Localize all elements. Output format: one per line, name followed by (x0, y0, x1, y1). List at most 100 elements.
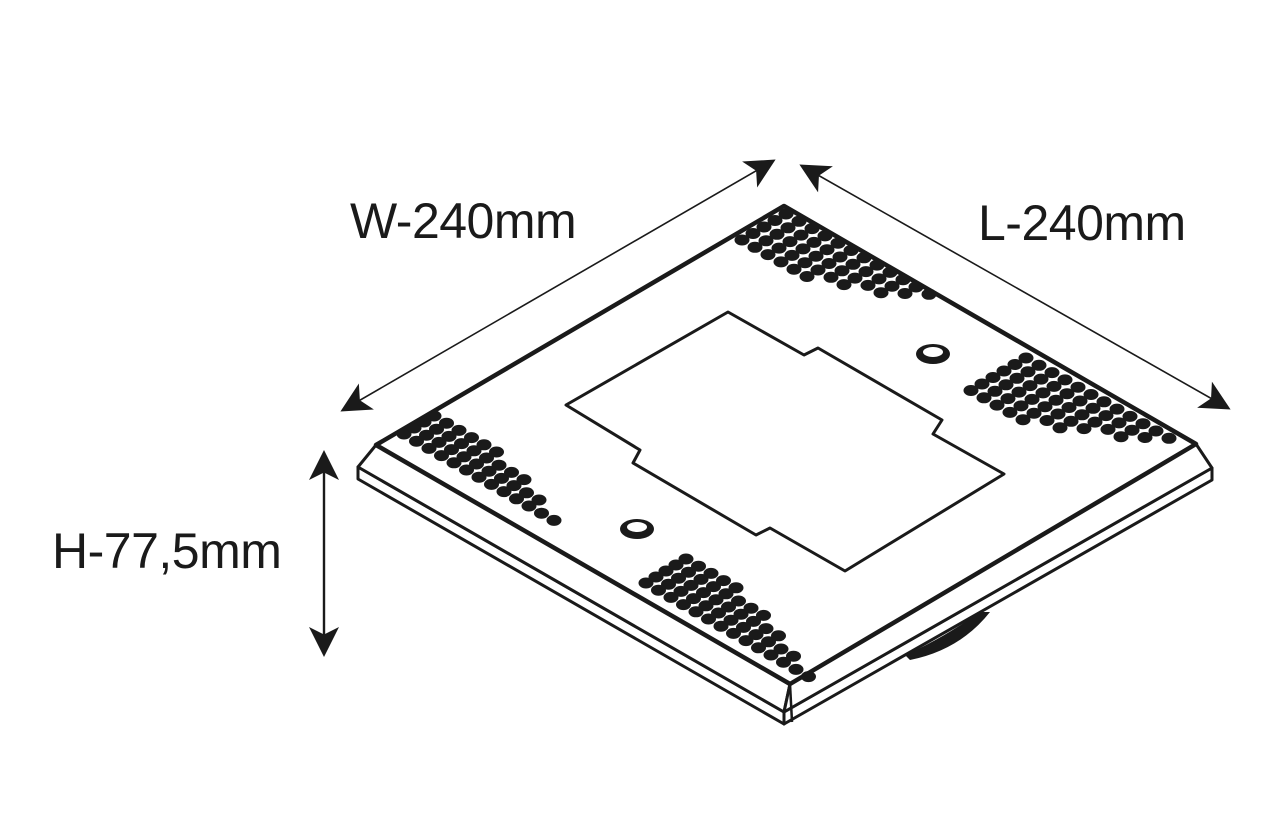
base-foot (905, 612, 990, 660)
tactile-dot (1018, 352, 1034, 364)
tactile-dot (703, 567, 719, 579)
tactile-dot (843, 245, 859, 256)
tactile-dot (1161, 432, 1177, 444)
tactile-dot (776, 656, 791, 668)
tactile-dot (782, 236, 798, 248)
tactile-dot (496, 486, 512, 498)
tactile-dot (1124, 424, 1140, 436)
tactile-dot (763, 649, 779, 661)
tactile-dot (836, 279, 852, 291)
tactile-dot (771, 242, 787, 254)
tactile-dot (1050, 408, 1066, 420)
tactile-dot (1061, 402, 1077, 413)
tactile-dot (821, 258, 837, 269)
tactile-dot (696, 587, 711, 599)
bevel-ridge (788, 683, 794, 723)
tactile-dot (718, 588, 734, 600)
tactile-dot (751, 642, 766, 654)
height-label: H-77,5mm (52, 523, 282, 579)
tactile-dot (817, 230, 833, 242)
tactile-dot (396, 428, 412, 440)
tactile-dot (758, 623, 774, 635)
length-dimension-arrow (799, 164, 1231, 410)
tactile-dot (1031, 359, 1047, 371)
tactile-dot (1026, 407, 1042, 419)
tactile-dot (1007, 359, 1023, 370)
tactile-dot (683, 579, 699, 591)
tactile-dot (421, 442, 437, 454)
tactile-dot (769, 228, 785, 240)
tactile-dot (767, 215, 783, 226)
tactile-dot (469, 458, 484, 470)
tactile-dot (860, 279, 876, 291)
tactile-dot (1076, 423, 1092, 435)
tactile-dot (1057, 374, 1073, 386)
tactile-dot (534, 507, 549, 519)
tactile-dot (738, 635, 754, 647)
tactile-dot (546, 514, 562, 526)
tactile-dot (1052, 422, 1068, 434)
tactile-dot (804, 223, 820, 235)
tactile-dot (1096, 396, 1112, 408)
tactile-dot (451, 424, 467, 436)
tactile-dot (1002, 406, 1018, 418)
tactile-dot (921, 288, 937, 300)
tactile-dot (771, 630, 786, 642)
tactile-dot (708, 594, 724, 606)
tactile-dot (454, 438, 469, 450)
tactile-dot (808, 250, 824, 262)
tactile-dot (726, 627, 741, 639)
tactile-dot (908, 281, 924, 293)
tactile-dot (745, 228, 761, 239)
tactile-dot (1020, 366, 1036, 378)
tactile-dot (1074, 409, 1090, 421)
tactile-dot (686, 593, 701, 605)
tactile-dot (760, 249, 776, 261)
tactile-dots-right (963, 352, 1177, 444)
tactile-dot (651, 584, 666, 596)
tactile-dot (711, 607, 726, 619)
tactile-dot (668, 559, 684, 571)
tactile-dot (748, 629, 764, 641)
tactile-dot (756, 609, 771, 621)
tactile-dot (756, 221, 772, 233)
tactile-dot (444, 444, 459, 456)
tactile-dot (429, 423, 444, 435)
tactile-dot (987, 385, 1003, 397)
tactile-dot (439, 417, 454, 429)
tactile-dot (830, 237, 846, 249)
tactile-dot (882, 266, 898, 278)
tactile-dot (1148, 425, 1164, 437)
tactile-dot (743, 602, 759, 614)
tactile-dot (431, 436, 447, 448)
tactile-dot (409, 435, 424, 447)
tactile-dot (464, 432, 479, 444)
tactile-dot (1000, 393, 1016, 405)
tactile-dot (1070, 381, 1086, 393)
tactile-dot (706, 581, 721, 593)
tactile-dot (819, 244, 835, 256)
tactile-dot (996, 365, 1012, 377)
tactile-dot (1022, 380, 1038, 392)
tactile-dot (1083, 389, 1099, 400)
tactile-dot (446, 457, 462, 469)
tactile-dot (989, 399, 1005, 411)
tactile-dot (832, 251, 848, 263)
tactile-dot (1037, 401, 1053, 413)
tactile-dot (698, 600, 714, 612)
tactile-dot (747, 241, 763, 253)
tactile-dot (834, 265, 850, 277)
tactile-dot (801, 671, 816, 683)
tactile-dot (1113, 431, 1129, 443)
width-dimension-arrow (340, 159, 776, 412)
tactile-dot (531, 494, 547, 506)
tactile-dot (481, 465, 497, 477)
tactile-dot (786, 263, 802, 275)
tactile-dot (471, 471, 487, 483)
tactile-dot (791, 215, 807, 227)
tactile-dot (731, 595, 746, 607)
tactile-dot (479, 452, 494, 464)
tactile-dot (691, 560, 706, 572)
tactile-dot (1046, 380, 1062, 392)
